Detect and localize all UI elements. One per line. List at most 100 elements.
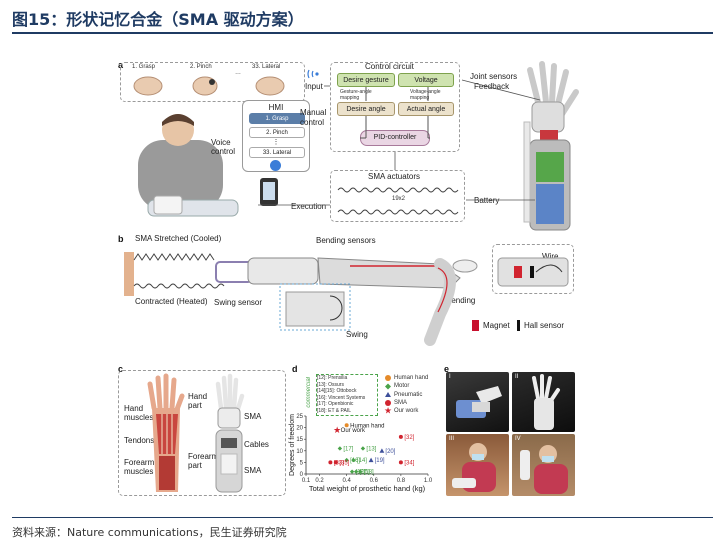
sma-stretched-label: SMA Stretched (Cooled) [135, 234, 222, 243]
y-tick-label: 15 [296, 437, 303, 443]
input-label: Input [305, 82, 323, 91]
tendons-label: Tendons [124, 436, 155, 445]
voice-control-label: Voice control [211, 138, 236, 156]
point-motor [337, 446, 343, 451]
battery-label: Battery [474, 196, 500, 205]
feedback-label: Feedback [474, 82, 510, 91]
y-tick-label: 10 [296, 449, 303, 455]
photo-2-illustration [532, 374, 560, 430]
joint-sensors-label: Joint sensors [470, 72, 518, 81]
hmi-item-grasp[interactable]: 1. Grasp [249, 113, 305, 124]
point-pneumatic-label: [19] [375, 458, 385, 464]
legend-sma: SMA [394, 399, 408, 406]
legend-motor: Motor [394, 383, 410, 390]
actual-angle-box: Actual angle [398, 102, 454, 116]
point-motor [358, 469, 363, 474]
execution-label: Execution [291, 202, 327, 211]
point-motor-label: [14] [357, 458, 367, 464]
hmi-title: HMI [268, 103, 284, 112]
point-motor-label: [17] [343, 446, 353, 452]
sma-count-label: 19x2 [392, 196, 406, 202]
voltage-box: Voltage [398, 73, 454, 87]
magnet-swatch [472, 320, 479, 331]
photo-4-label: IV [515, 436, 521, 442]
commercial-item-2: [13]: Ossurs [317, 381, 344, 388]
x-tick-label: 0.1 [302, 478, 311, 484]
wire-inset-illustration [497, 257, 569, 287]
microphone-icon[interactable] [270, 160, 281, 171]
commercial-legend-box: [12]: Prensilia [13]: Ossurs [14][15]: O… [316, 374, 378, 416]
hmi-item-pinch[interactable]: 2. Pinch [249, 127, 305, 138]
photo-3-illustration [452, 443, 496, 492]
legend-our-work: Our work [394, 408, 419, 415]
panel-e-letter: e [444, 364, 450, 374]
panel-c-frame [118, 370, 286, 496]
photo-3: III [446, 434, 509, 496]
point-motor [351, 457, 356, 463]
point-pneumatic-label: [20] [385, 449, 395, 455]
hall-sensor-swatch [517, 320, 520, 331]
point-human-hand-label: Human hand [350, 423, 384, 429]
wire-label: Wire [542, 252, 559, 261]
user-illustration [138, 114, 278, 217]
y-tick-label: 20 [296, 426, 303, 432]
gesture-ellipsis: … [235, 70, 241, 76]
gesture-angle-mapping-label: Gesture-angle mapping [340, 89, 372, 101]
commercial-item-4: [16]: Vincent Systems [317, 394, 366, 401]
human-arm-illustration [147, 373, 185, 492]
point-sma-label: [35] [339, 460, 349, 466]
x-tick-label: 0.6 [370, 478, 379, 484]
point-sma-label: [32] [404, 435, 414, 441]
hand-muscles-label: Hand muscles [124, 404, 154, 422]
hall-sensor-label: Hall sensor [524, 321, 565, 330]
gesture-label-33: 33. Lateral [252, 64, 281, 70]
robotic-hand-illustration [523, 61, 579, 231]
point-our-work: ★ [333, 425, 341, 435]
voltage-angle-mapping-label: Voltage-angle mapping [410, 89, 441, 101]
gesture-hands-illustration [133, 76, 285, 96]
commercial-item-1: [12]: Prensilia [317, 375, 348, 381]
point-motor [344, 457, 349, 463]
point-motor [353, 469, 359, 474]
legend-markers: ★ [384, 375, 392, 416]
hand-part-label: Hand part [188, 392, 208, 410]
photo-1: I [446, 372, 509, 432]
x-axis-label: Total weight of prosthetic hand (kg) [309, 484, 426, 493]
legend-pneumatic: Pneumatic [394, 391, 423, 398]
gesture-label-1: 1. Grasp [132, 64, 156, 70]
prosthetic-arm-illustration [215, 373, 245, 493]
y-tick-label: 0 [300, 472, 304, 478]
x-tick-label: 0.4 [342, 478, 351, 484]
wire-inset [492, 244, 574, 294]
bending-sensors-label: Bending sensors [316, 236, 376, 245]
source-note: 资料来源：Nature communications，民生证券研究院 [12, 526, 287, 539]
gesture-strip [120, 62, 305, 102]
chart-legend: Human hand Motor Pneumatic SMA Our work [394, 374, 428, 415]
title-rule [12, 32, 713, 34]
finger-mechanism-illustration [124, 252, 478, 346]
sma-actuators-title: SMA actuators [368, 172, 421, 181]
y-tick-label: 5 [300, 460, 304, 466]
commercial-item-5: [17]: Openbionic [317, 401, 354, 408]
point-motor-label: [13] [366, 446, 376, 452]
point-sma [333, 460, 338, 465]
swing-sensor-label: Swing sensor [214, 298, 263, 307]
control-circuit-arrows [360, 87, 430, 139]
panel-c-letter: c [118, 364, 124, 374]
forearm-part-label: Forearm part [188, 452, 219, 470]
photo-1-illustration [456, 386, 502, 418]
hmi-item-lateral[interactable]: 33. Lateral [249, 147, 305, 158]
point-sma [398, 434, 403, 439]
hmi-item-ellipsis: ⋮ [272, 139, 280, 146]
bending-label: Bending [446, 296, 476, 305]
cables-label: Cables [244, 440, 269, 449]
point-pneumatic [379, 448, 385, 453]
point-sma-label: [34] [404, 460, 414, 466]
legend-marker-human-hand [385, 375, 391, 381]
panel-d-letter: d [292, 364, 298, 374]
panel-b-letter: b [118, 234, 124, 244]
photo-2-label: II [515, 374, 519, 380]
point-motor [360, 446, 366, 451]
control-circuit-title: Control circuit [365, 62, 414, 71]
